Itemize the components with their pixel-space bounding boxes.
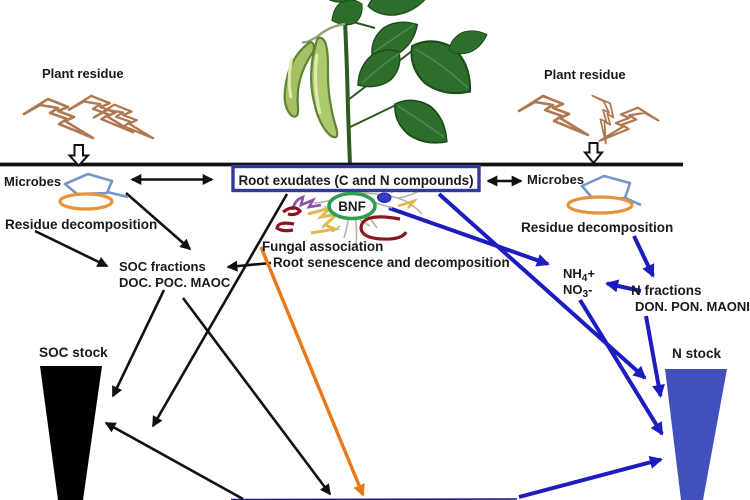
svg-text:DOC. POC. MAOC: DOC. POC. MAOC xyxy=(119,275,231,290)
svg-text:Microbes: Microbes xyxy=(527,172,584,187)
svg-text:Fungal association: Fungal association xyxy=(262,239,383,254)
svg-text:Residue decomposition: Residue decomposition xyxy=(5,217,157,232)
svg-text:NH4+: NH4+ xyxy=(563,266,595,284)
svg-text:BNF: BNF xyxy=(338,199,366,214)
svg-text:Plant residue: Plant residue xyxy=(544,67,626,82)
svg-text:N stock: N stock xyxy=(672,346,722,361)
svg-text:NO3-: NO3- xyxy=(563,282,592,300)
svg-text:Root senescence and decomposit: Root senescence and decomposition xyxy=(273,255,510,270)
svg-text:N fractions: N fractions xyxy=(631,283,702,298)
svg-text:Root exudates (C and N compoun: Root exudates (C and N compounds) xyxy=(238,173,473,188)
svg-text:Residue decomposition: Residue decomposition xyxy=(521,220,673,235)
svg-text:Microbes: Microbes xyxy=(4,174,61,189)
svg-text:Plant residue: Plant residue xyxy=(42,66,124,81)
svg-text:DON. PON. MAONI: DON. PON. MAONI xyxy=(635,299,750,314)
svg-text:SOC fractions: SOC fractions xyxy=(119,259,206,274)
svg-text:SOC stock: SOC stock xyxy=(39,345,108,360)
